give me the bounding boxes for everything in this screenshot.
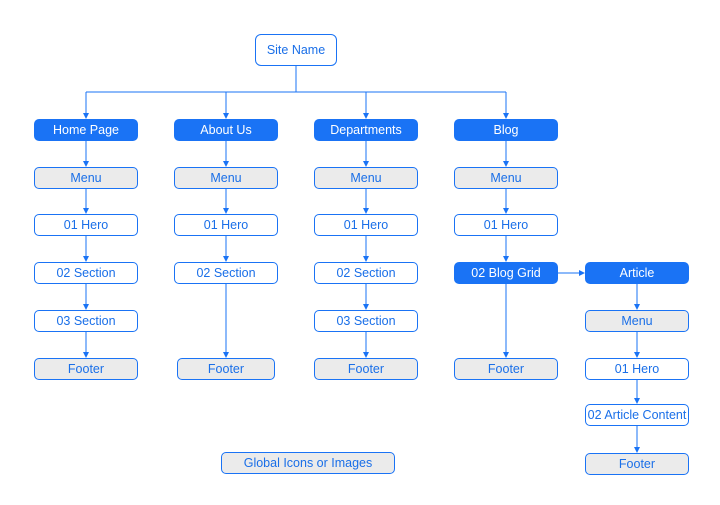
section-menu: Menu: [585, 310, 689, 332]
section-03: 03 Section: [314, 310, 418, 332]
root-node: Site Name: [255, 34, 337, 66]
page-node-departments: Departments: [314, 119, 418, 141]
section-menu: Menu: [454, 167, 558, 189]
page-node-about: About Us: [174, 119, 278, 141]
page-node-blog: Blog: [454, 119, 558, 141]
section-02: 02 Section: [314, 262, 418, 284]
section-blog-grid: 02 Blog Grid: [454, 262, 558, 284]
global-assets-node: Global Icons or Images: [221, 452, 395, 474]
section-hero: 01 Hero: [34, 214, 138, 236]
section-hero: 01 Hero: [585, 358, 689, 380]
section-footer: Footer: [34, 358, 138, 380]
page-node-home: Home Page: [34, 119, 138, 141]
section-footer: Footer: [314, 358, 418, 380]
section-hero: 01 Hero: [174, 214, 278, 236]
section-footer: Footer: [585, 453, 689, 475]
section-menu: Menu: [314, 167, 418, 189]
section-footer: Footer: [177, 358, 275, 380]
section-footer: Footer: [454, 358, 558, 380]
section-02: 02 Section: [34, 262, 138, 284]
section-article-content: 02 Article Content: [585, 404, 689, 426]
section-menu: Menu: [174, 167, 278, 189]
section-menu: Menu: [34, 167, 138, 189]
section-03: 03 Section: [34, 310, 138, 332]
section-02: 02 Section: [174, 262, 278, 284]
page-node-article: Article: [585, 262, 689, 284]
section-hero: 01 Hero: [454, 214, 558, 236]
section-hero: 01 Hero: [314, 214, 418, 236]
